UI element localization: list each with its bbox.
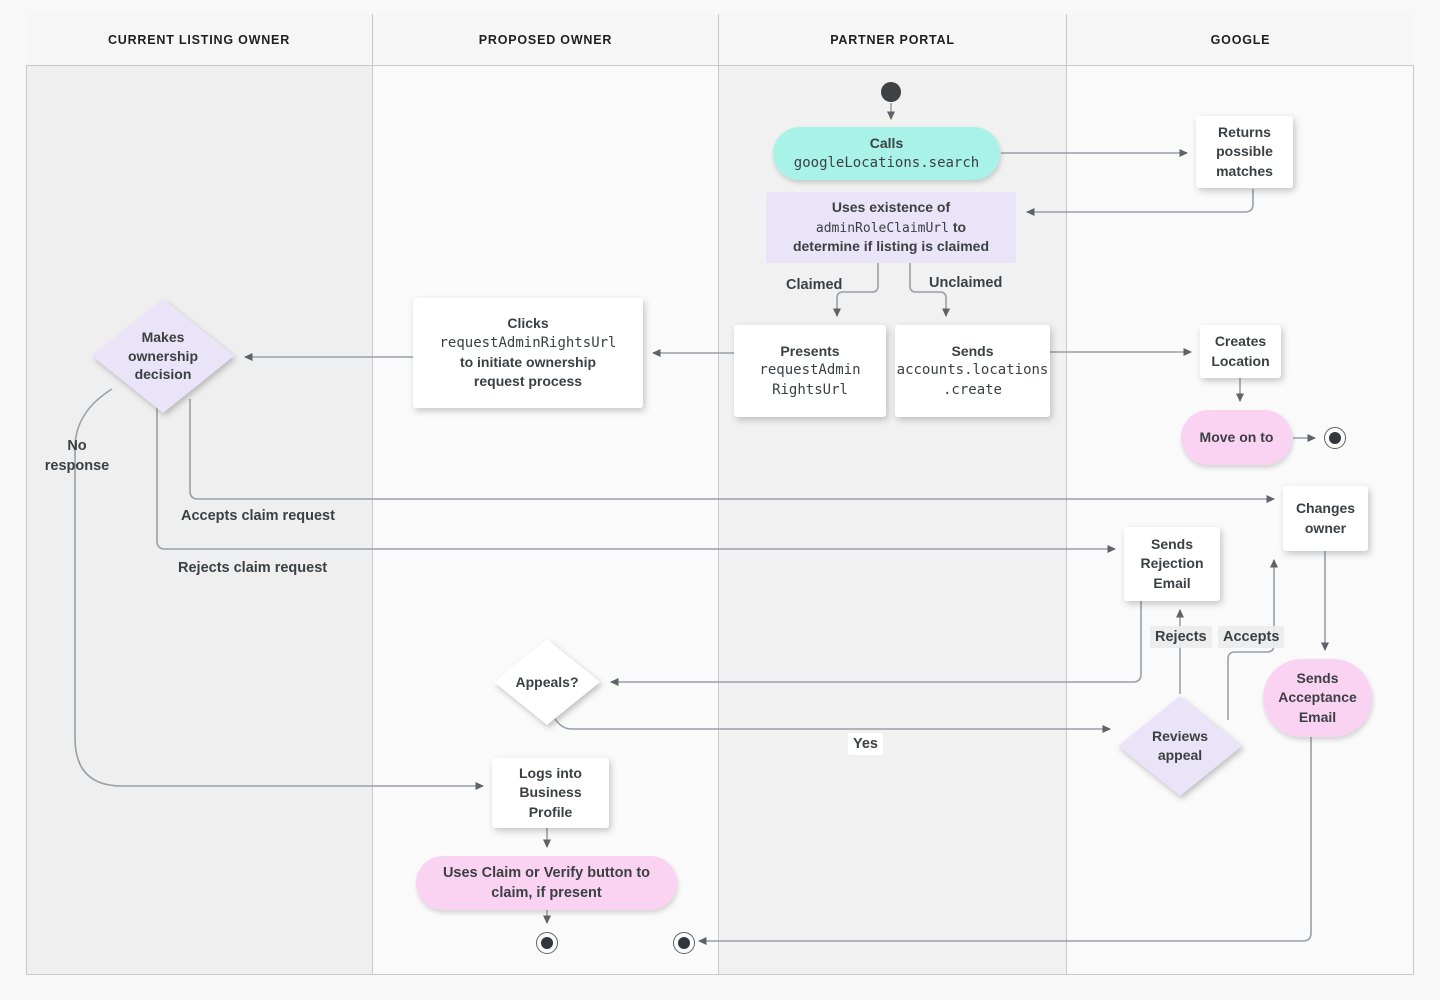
node-text-code: RightsUrl bbox=[772, 381, 848, 398]
node-text-bold: Sends bbox=[951, 343, 994, 360]
edge-label-accepts-claim-request: Accepts claim request bbox=[181, 508, 335, 524]
node-text: Move on to bbox=[1199, 428, 1274, 445]
presents-request-admin-rights-url-node: Presents requestAdmin RightsUrl bbox=[734, 325, 886, 417]
lane-header-proposed-owner: PROPOSED OWNER bbox=[373, 14, 719, 66]
lane-title: CURRENT LISTING OWNER bbox=[107, 32, 291, 47]
node-text: Uses Claim or Verify button to claim, if… bbox=[442, 865, 651, 901]
clicks-request-admin-rights-url-node: Clicks requestAdminRightsUrl to initiate… bbox=[413, 298, 643, 408]
end-node-partner-portal bbox=[673, 932, 695, 954]
calls-google-locations-search-node: Calls googleLocations.search bbox=[773, 127, 1000, 180]
node-text: Creates Location bbox=[1211, 333, 1270, 369]
node-text: Logs into Business Profile bbox=[519, 765, 582, 820]
node-text-bold: Presents bbox=[780, 343, 840, 360]
node-text: Sends Rejection Email bbox=[1140, 536, 1204, 591]
edge-label-rejects: Rejects bbox=[1150, 626, 1212, 649]
node-text: Returns possible matches bbox=[1216, 124, 1273, 179]
sends-accounts-locations-create-node: Sends accounts.locations .create bbox=[895, 325, 1050, 417]
node-text: Reviews appeal bbox=[1151, 728, 1209, 763]
edge-label-claimed: Claimed bbox=[786, 277, 843, 293]
sends-acceptance-email-node: Sends Acceptance Email bbox=[1263, 659, 1372, 737]
edge-label-no-response: No response bbox=[44, 438, 110, 475]
start-node bbox=[881, 82, 901, 102]
node-text-code: adminRoleClaimUrl bbox=[815, 220, 949, 236]
lane-header-partner-portal: PARTNER PORTAL bbox=[719, 14, 1067, 66]
reviews-appeal-node: Reviews appeal bbox=[1118, 696, 1242, 796]
node-text-bold: Calls bbox=[869, 135, 904, 152]
node-text-bold: to bbox=[948, 218, 967, 235]
move-on-to-node: Move on to bbox=[1181, 410, 1292, 465]
changes-owner-node: Changes owner bbox=[1283, 486, 1368, 551]
uses-claim-or-verify-node: Uses Claim or Verify button to claim, if… bbox=[416, 856, 677, 910]
claim-determination-node: Uses existence of adminRoleClaimUrl to d… bbox=[766, 192, 1016, 263]
sends-rejection-email-node: Sends Rejection Email bbox=[1124, 527, 1220, 601]
end-node-proposed-owner bbox=[536, 932, 558, 954]
edge-label-accepts: Accepts bbox=[1218, 626, 1285, 649]
node-text-bold: Uses existence of bbox=[831, 199, 951, 216]
node-text-code: googleLocations.search bbox=[793, 154, 980, 171]
creates-location-node: Creates Location bbox=[1200, 325, 1281, 378]
logs-into-business-profile-node: Logs into Business Profile bbox=[492, 758, 609, 828]
end-node-dot bbox=[1329, 432, 1341, 444]
returns-possible-matches-node: Returns possible matches bbox=[1196, 116, 1293, 188]
node-text: Appeals? bbox=[515, 673, 579, 690]
node-text-bold: Clicks bbox=[507, 315, 549, 332]
end-node-google bbox=[1324, 427, 1346, 449]
node-text-code: .create bbox=[942, 381, 1002, 398]
end-node-dot bbox=[678, 937, 690, 949]
makes-ownership-decision-node: Makes ownership decision bbox=[92, 299, 234, 413]
lane-title: PARTNER PORTAL bbox=[830, 32, 955, 47]
edge-label-yes: Yes bbox=[848, 733, 883, 756]
node-text-code: requestAdmin bbox=[759, 362, 861, 379]
node-text-bold: determine if listing is claimed bbox=[792, 238, 990, 255]
lane-header-current-listing-owner: CURRENT LISTING OWNER bbox=[26, 14, 373, 66]
node-text-mixed: adminRoleClaimUrl to bbox=[816, 218, 966, 238]
node-text: Makes ownership decision bbox=[127, 328, 198, 383]
node-text: Changes owner bbox=[1295, 500, 1356, 536]
node-text-code: accounts.locations bbox=[896, 362, 1049, 379]
edge-label-unclaimed: Unclaimed bbox=[929, 275, 1003, 291]
lane-title: PROPOSED OWNER bbox=[478, 32, 613, 47]
node-text-bold: request process bbox=[473, 373, 583, 390]
appeals-decision-node: Appeals? bbox=[494, 639, 600, 725]
node-text-code: requestAdminRightsUrl bbox=[439, 334, 617, 351]
end-node-dot bbox=[541, 937, 553, 949]
edge-label-rejects-claim-request: Rejects claim request bbox=[178, 560, 328, 576]
lane-title: GOOGLE bbox=[1210, 32, 1271, 47]
lane-header-google: GOOGLE bbox=[1067, 14, 1414, 66]
node-text-bold: to initiate ownership bbox=[459, 354, 597, 370]
node-text: Sends Acceptance Email bbox=[1278, 670, 1357, 725]
